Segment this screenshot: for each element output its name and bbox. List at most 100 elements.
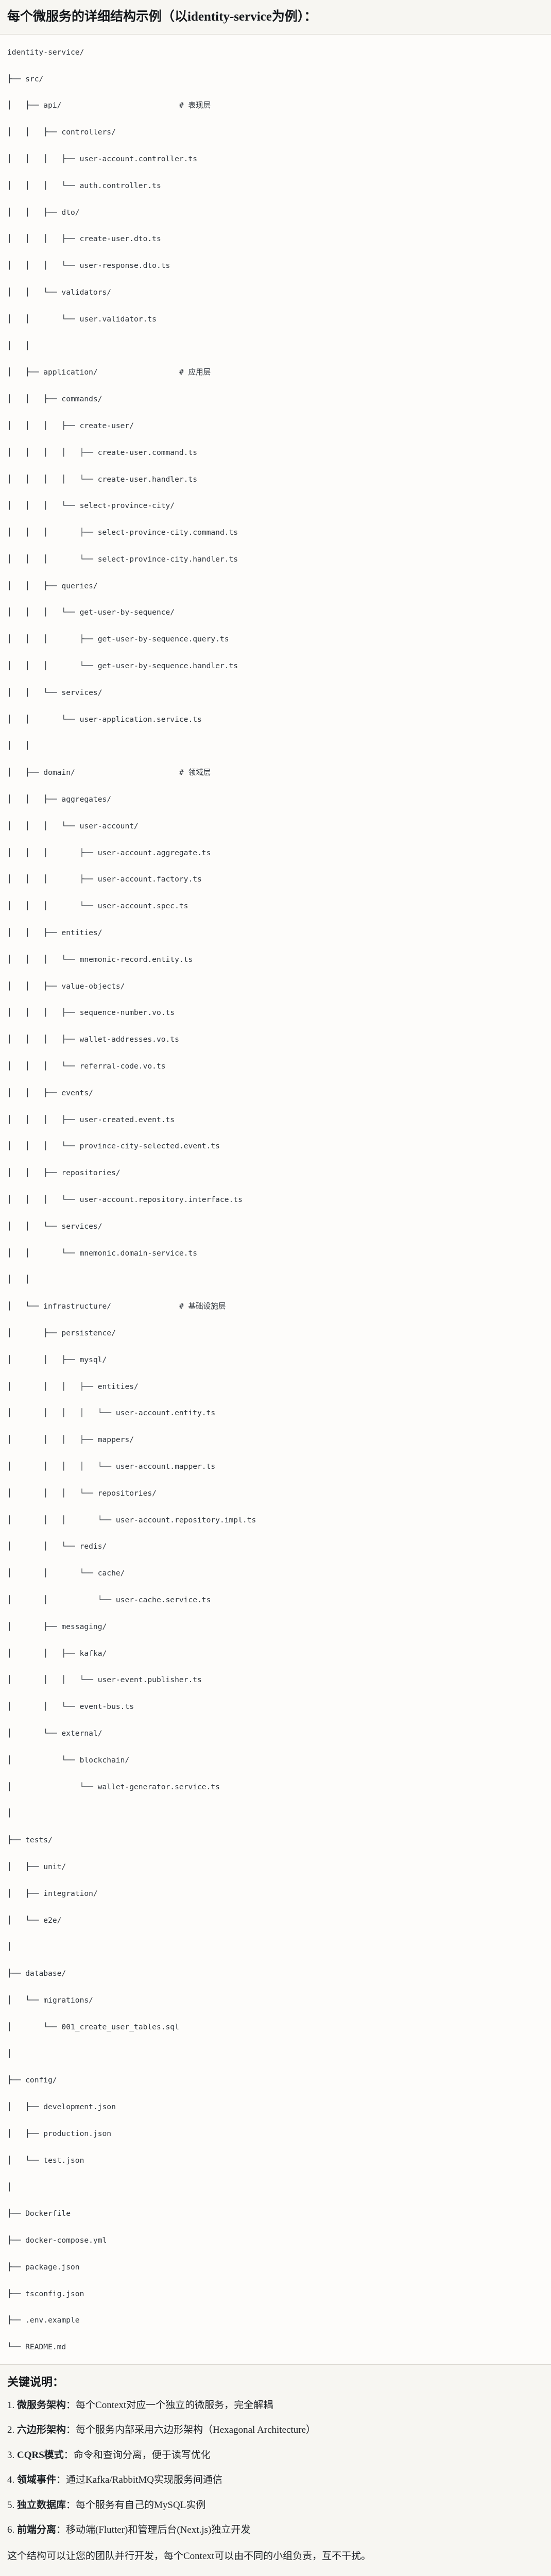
tree-layer-comment: # 基础设施层: [179, 1302, 226, 1311]
tree-line: │ │ │ ├── user-account.factory.ts: [7, 875, 202, 884]
tree-line: │ ├── production.json: [7, 2129, 112, 2138]
tree-line: │ │ ├── value-objects/: [7, 981, 125, 991]
directory-tree-block: identity-service/ ├── src/ │ ├── api/ # …: [0, 34, 551, 2365]
tree-line: │ │ │ ├── wallet-addresses.vo.ts: [7, 1035, 179, 1044]
tree-line: │ │ ├── entities/: [7, 928, 102, 938]
key-note-text: 移动端(Flutter)和管理后台(Next.js)独立开发: [66, 2524, 251, 2536]
key-note-number: 3.: [7, 2449, 17, 2461]
key-note-lead: 前端分离: [17, 2524, 57, 2536]
tree-line: identity-service/: [7, 47, 84, 57]
tree-line: │ ├── persistence/: [7, 1329, 116, 1337]
key-note-number: 1.: [7, 2399, 17, 2411]
tree-line: │ └── 001_create_user_tables.sql: [7, 2022, 179, 2031]
key-note-item: 2. 六边形架构：每个服务内部采用六边形架构（Hexagonal Archite…: [7, 2423, 544, 2438]
tree-line: │ └── external/: [7, 1728, 102, 1738]
tree-line: │ ├── messaging/: [7, 1622, 107, 1631]
tree-line: │ │ ├── commands/: [7, 395, 102, 404]
tree-line: ├── Dockerfile: [7, 2209, 71, 2218]
key-note-lead: 领域事件: [17, 2475, 57, 2486]
tree-line: │ │ │ └── user-account.repository.interf…: [7, 1195, 243, 1205]
tree-line: │ │ │ └── referral-code.vo.ts: [7, 1062, 166, 1071]
tree-line: │ │ │ ├── mappers/: [7, 1435, 134, 1445]
key-note-text: 每个Context对应一个独立的微服务，完全解耦: [76, 2399, 273, 2411]
tree-line: ├── docker-compose.yml: [7, 2236, 107, 2245]
tree-line: ├── package.json: [7, 2262, 80, 2272]
tree-line: ├── .env.example: [7, 2316, 80, 2325]
tree-line: │: [7, 2049, 12, 2058]
key-note-number: 2.: [7, 2425, 17, 2436]
tree-layer-comment: # 领域层: [179, 768, 211, 777]
tree-line: │ │ │ │ └── user-account.entity.ts: [7, 1409, 216, 1418]
tree-line: │ │ └── cache/: [7, 1569, 125, 1578]
tree-line: ├── config/: [7, 2076, 57, 2085]
key-note-number: 4.: [7, 2475, 17, 2486]
tree-line: │ │ └── services/: [7, 688, 102, 697]
tree-layer-comment: # 表现层: [179, 101, 211, 110]
key-note-item: 1. 微服务架构：每个Context对应一个独立的微服务，完全解耦: [7, 2398, 544, 2413]
tree-line: │ │ │ └── user-account/: [7, 821, 139, 831]
key-note-lead: CQRS模式: [17, 2449, 64, 2461]
tree-line: │ │ ├── queries/: [7, 581, 98, 590]
tree-line: │ │ ├── dto/: [7, 208, 80, 217]
tree-line: │ │ │ └── user-response.dto.ts: [7, 261, 170, 270]
tree-line: │ │ │ ├── get-user-by-sequence.query.ts: [7, 635, 229, 644]
key-note-text: 每个服务有自己的MySQL实例: [76, 2499, 206, 2511]
tree-line: │ │ │ └── select-province-city/: [7, 501, 175, 511]
key-note-item: 5. 独立数据库：每个服务有自己的MySQL实例: [7, 2498, 544, 2513]
tree-line: │ │ │ └── auth.controller.ts: [7, 181, 161, 190]
tree-line: │ │ ├── kafka/: [7, 1649, 107, 1658]
tree-line: ├── tests/: [7, 1836, 53, 1845]
key-note-separator: ：: [66, 2399, 76, 2411]
page-title: 每个微服务的详细结构示例（以identity-service为例）：: [7, 10, 317, 24]
tree-line: │ │ └── user-application.service.ts: [7, 715, 202, 724]
tree-line: │ ├── integration/: [7, 1889, 98, 1898]
tree-line: │ │ │ ├── create-user/: [7, 421, 134, 430]
tree-line: │ │ ├── aggregates/: [7, 795, 112, 804]
tree-line: │ │ └── services/: [7, 1222, 102, 1231]
tree-line: │ │ │ ├── user-account.controller.ts: [7, 154, 198, 163]
tree-line: │ │: [7, 1275, 30, 1284]
tree-line: │ │ │ └── user-account.repository.impl.t…: [7, 1515, 256, 1524]
tree-line: ├── tsconfig.json: [7, 2289, 84, 2298]
tree-line: │ │ │ ├── create-user.dto.ts: [7, 234, 161, 244]
tree-line: │ │ │ └── user-event.publisher.ts: [7, 1675, 202, 1685]
tree-line: │ │ │ └── user-account.spec.ts: [7, 902, 188, 911]
key-note-lead: 六边形架构: [17, 2425, 66, 2436]
key-note-item: 3. CQRS模式：命令和查询分离，便于读写优化: [7, 2448, 544, 2463]
key-note-lead: 微服务架构: [17, 2399, 66, 2411]
tree-line: │ │ │ │ └── create-user.handler.ts: [7, 474, 198, 484]
directory-tree: identity-service/ ├── src/ │ ├── api/ # …: [7, 46, 544, 2354]
tree-line: │ │ │ └── get-user-by-sequence/: [7, 608, 175, 617]
tree-line: │ │ ├── controllers/: [7, 128, 116, 137]
key-note-number: 5.: [7, 2499, 17, 2511]
tree-line: │ │ │ └── repositories/: [7, 1488, 157, 1498]
tree-line: │ │ │ └── mnemonic-record.entity.ts: [7, 955, 193, 964]
header-band: 每个微服务的详细结构示例（以identity-service为例）：: [0, 0, 551, 35]
tree-line: │ └── infrastructure/ # 基础设施层: [7, 1302, 226, 1311]
tree-line: │ │ ├── mysql/: [7, 1355, 107, 1364]
tree-line: │ │ │ └── get-user-by-sequence.handler.t…: [7, 662, 238, 671]
tree-line: └── README.md: [7, 2343, 66, 2352]
key-note-text: 每个服务内部采用六边形架构（Hexagonal Architecture）: [76, 2425, 316, 2436]
tree-line: ├── database/: [7, 1969, 66, 1978]
key-note-separator: ：: [66, 2499, 76, 2511]
tree-line: │: [7, 2182, 12, 2192]
key-notes-outro: 这个结构可以让您的团队并行开发，每个Context可以由不同的小组负责，互不干扰…: [7, 2550, 371, 2562]
tree-line: │ │ │ ├── entities/: [7, 1382, 139, 1391]
tree-line: │ ├── api/ # 表现层: [7, 101, 211, 110]
tree-line: │ │ └── user-cache.service.ts: [7, 1595, 211, 1604]
tree-line: ├── src/: [7, 74, 44, 83]
tree-line: │: [7, 1942, 12, 1952]
key-note-separator: ：: [66, 2425, 76, 2436]
tree-line: │ │ └── user.validator.ts: [7, 314, 157, 324]
key-note-number: 6.: [7, 2524, 17, 2536]
tree-line: │ ├── domain/ # 领域层: [7, 768, 211, 777]
tree-line: │ │: [7, 341, 30, 350]
tree-line: │ │ │ │ └── user-account.mapper.ts: [7, 1462, 216, 1471]
tree-line: │ │ │ ├── user-created.event.ts: [7, 1115, 175, 1124]
tree-line: │ │ │ ├── sequence-number.vo.ts: [7, 1008, 175, 1018]
tree-line: │ └── migrations/: [7, 1995, 93, 2005]
